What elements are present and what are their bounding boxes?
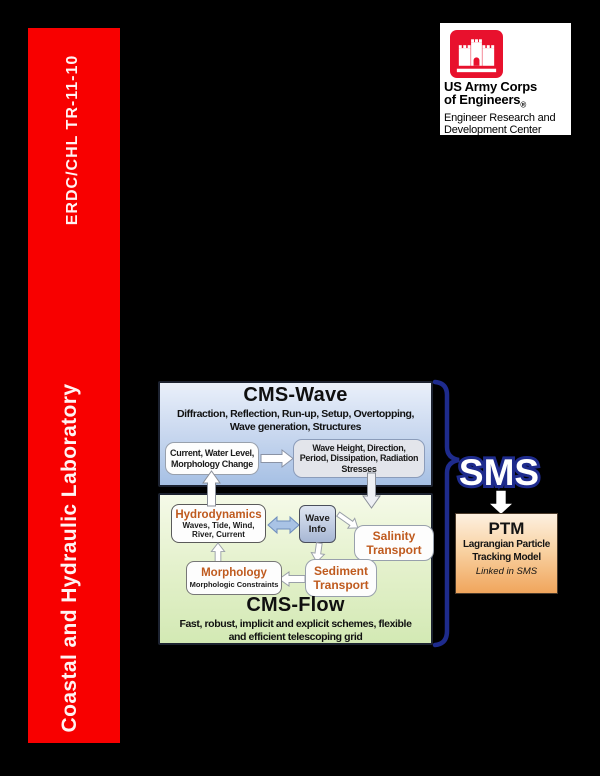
- sms-to-ptm-down-arrow-icon: [485, 489, 517, 517]
- hydro-waveinfo-double-arrow-icon: [267, 515, 300, 535]
- erdc-line1: Engineer Research and: [444, 111, 556, 124]
- current-water-level-box: Current, Water Level, Morphology Change: [165, 442, 259, 475]
- hydrodynamics-box: Hydrodynamics Waves, Tide, Wind, River, …: [171, 504, 266, 543]
- ptm-line1: Lagrangian Particle: [462, 539, 551, 550]
- ptm-line2: Tracking Model: [472, 552, 541, 563]
- report-number: ERDC/CHL TR-11-10: [64, 54, 81, 226]
- cms-flow-panel: Hydrodynamics Waves, Tide, Wind, River, …: [158, 493, 434, 645]
- erdc-line2: Development Center: [444, 123, 542, 136]
- ptm-box: PTM Lagrangian Particle Tracking Model L…: [455, 513, 558, 594]
- cms-wave-panel: CMS-Wave Diffraction, Reflection, Run-up…: [158, 381, 433, 487]
- cms-wave-title: CMS-Wave: [243, 384, 348, 406]
- morphology-box: Morphology Morphologic Constraints: [186, 561, 282, 595]
- usace-castle-icon: [450, 30, 503, 78]
- report-spine-bar: ERDC/CHL TR-11-10 Coastal and Hydraulic …: [28, 28, 120, 743]
- usace-logo-block: US Army Corps of Engineers® Engineer Res…: [440, 23, 571, 136]
- waveheight-to-waveinfo-down-arrow-icon: [362, 472, 381, 509]
- castle-icon: [456, 39, 497, 73]
- cms-flow-subtitle-line2: and efficient telescoping grid: [228, 631, 363, 643]
- cms-wave-subtitle-line2: Wave generation, Structures: [229, 421, 362, 433]
- usace-logo-text: US Army Corps of Engineers® Engineer Res…: [444, 80, 570, 136]
- wave-output-box: Wave Height, Direction, Period, Dissipat…: [293, 439, 425, 478]
- wave-info-box: Wave Info: [299, 505, 336, 543]
- registered-mark: ®: [520, 100, 527, 110]
- current-to-waveheight-arrow-icon: [260, 448, 294, 469]
- cms-system-diagram: CMS-Wave Diffraction, Reflection, Run-up…: [152, 375, 600, 660]
- org-name-line1: US Army Corps: [444, 79, 537, 94]
- sediment-to-morphology-arrow-icon: [278, 571, 306, 587]
- group-brace-icon: [432, 379, 460, 648]
- sms-text: SMS: [459, 452, 539, 493]
- sediment-transport-box: Sediment Transport: [305, 559, 377, 597]
- morphology-to-hydro-up-arrow-icon: [210, 542, 226, 563]
- hydro-to-current-up-arrow-icon: [202, 470, 221, 507]
- org-name-line2: of Engineers®: [444, 92, 527, 110]
- cms-wave-subtitle-line1: Diffraction, Reflection, Run-up, Setup, …: [176, 408, 415, 420]
- ptm-line3: Linked in SMS: [475, 566, 538, 577]
- salinity-transport-box: Salinity Transport: [354, 525, 434, 561]
- cms-flow-subtitle-line1: Fast, robust, implicit and explicit sche…: [179, 618, 412, 630]
- waveinfo-to-sediment-arrow-icon: [310, 542, 326, 563]
- cms-flow-title: CMS-Flow: [246, 594, 345, 616]
- ptm-title: PTM: [488, 519, 525, 538]
- sms-label: SMS: [456, 449, 542, 495]
- laboratory-name: Coastal and Hydraulic Laboratory: [58, 383, 81, 733]
- waveinfo-to-salinity-arrow-icon: [336, 511, 359, 529]
